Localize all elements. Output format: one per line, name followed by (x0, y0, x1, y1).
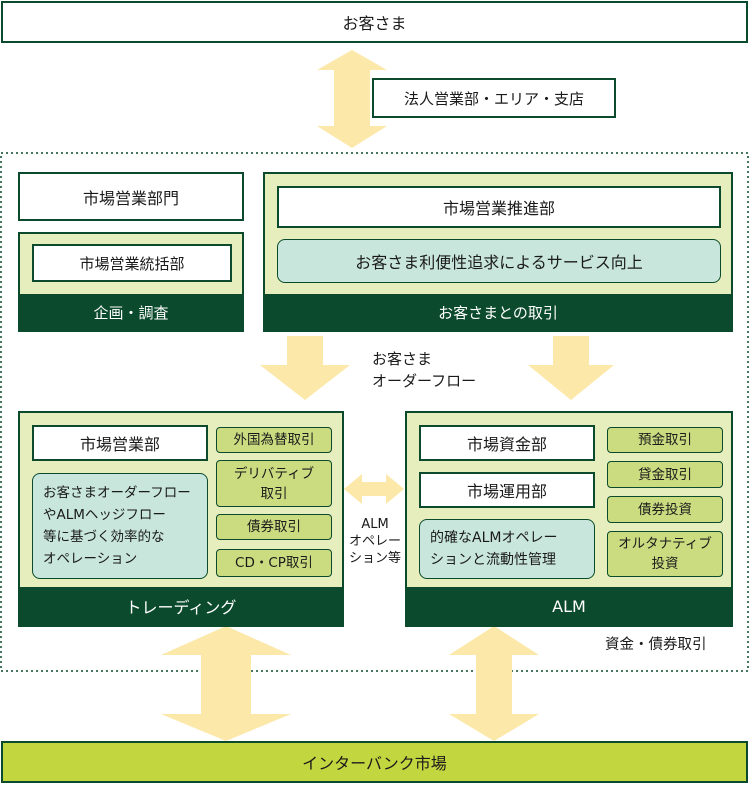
bond-investment-label: 債券投資 (638, 501, 692, 518)
trading-desc-box: お客さまオーダーフロー やALMヘッジフロー 等に基づく効率的な オペレーション (32, 473, 208, 579)
cdcp-trading-tag: CD・CP取引 (216, 549, 332, 577)
derivatives-label-1: デリバティブ (233, 465, 315, 482)
market-division-frame (0, 152, 749, 672)
order-flow-line2: オーダーフロー (372, 372, 477, 390)
service-box: お客さま利便性追求によるサービス向上 (277, 239, 721, 283)
customer-transaction-footer: お客さまとの取引 (265, 294, 731, 330)
customer-label: お客さま (342, 14, 407, 33)
investment-box: 市場運用部 (419, 472, 595, 508)
fx-trading-label: 外国為替取引 (233, 432, 315, 448)
alm-operation-line2: オペレー (348, 534, 401, 549)
corporate-branch-box: 法人営業部・エリア・支店 (372, 78, 616, 118)
promotion-label: 市場営業推進部 (442, 199, 555, 218)
market-sales-box: 市場営業部 (32, 425, 208, 461)
planning-group: 市場営業統括部 企画・調査 (18, 232, 244, 332)
planning-footer: 企画・調査 (20, 294, 242, 330)
service-label: お客さま利便性追求によるサービス向上 (355, 253, 643, 272)
interbank-market-box: インターバンク市場 (1, 741, 748, 783)
alm-double-arrow (344, 474, 404, 504)
promotion-box: 市場営業推進部 (277, 186, 721, 228)
treasury-label: 市場資金部 (466, 435, 547, 454)
loan-label: 貸金取引 (638, 466, 692, 483)
interbank-right-arrow (449, 626, 539, 741)
order-flow-label: お客さま オーダーフロー (372, 348, 476, 392)
alternative-investment-tag: オルタナティブ 投資 (607, 531, 723, 577)
alm-desc-box: 的確なALMオペレー ションと流動性管理 (419, 519, 595, 579)
customer-transaction-group: 市場営業推進部 お客さま利便性追求によるサービス向上 お客さまとの取引 (263, 172, 733, 332)
planning-label: 企画・調査 (93, 303, 169, 322)
alm-footer-label: ALM (552, 596, 586, 616)
alternative-investment-line2: 投資 (651, 556, 679, 572)
trading-group: 市場営業部 お客さまオーダーフロー やALMヘッジフロー 等に基づく効率的な オ… (18, 411, 344, 627)
customer-double-arrow (317, 50, 387, 148)
alm-desc-line2: ションと流動性管理 (430, 552, 556, 568)
loan-tag: 貸金取引 (607, 461, 723, 488)
bond-investment-tag: 債券投資 (607, 496, 723, 523)
trading-desc-line1: お客さまオーダーフロー (43, 485, 191, 501)
alm-desc-line1: 的確なALMオペレー (430, 530, 558, 546)
market-division-box: 市場営業部門 (18, 172, 244, 221)
investment-label: 市場運用部 (466, 482, 547, 501)
customer-transaction-label: お客さまとの取引 (438, 303, 558, 322)
market-control-box: 市場営業統括部 (32, 244, 232, 282)
fx-trading-tag: 外国為替取引 (216, 427, 332, 453)
alm-group: 市場資金部 市場運用部 的確なALMオペレー ションと流動性管理 預金取引 貸金… (405, 411, 733, 627)
right-down-arrow (528, 336, 614, 400)
deposit-label: 預金取引 (638, 432, 692, 448)
trading-desc-line3: 等に基づく効率的な (43, 529, 165, 545)
left-down-arrow (260, 336, 350, 400)
bond-trading-label: 債券取引 (247, 519, 301, 535)
trading-footer: トレーディング (20, 587, 342, 625)
alm-operation-label: ALM オペレー ション等 (344, 516, 406, 567)
fund-bond-text: 資金・債券取引 (605, 637, 707, 653)
customer-box: お客さま (1, 1, 748, 43)
trading-footer-label: トレーディング (125, 598, 237, 617)
alm-footer: ALM (407, 587, 731, 625)
corporate-branch-label: 法人営業部・エリア・支店 (403, 89, 584, 108)
interbank-left-arrow (161, 626, 291, 741)
treasury-box: 市場資金部 (419, 425, 595, 461)
interbank-market-label: インターバンク市場 (302, 754, 447, 773)
deposit-tag: 預金取引 (607, 427, 723, 453)
fund-bond-label: 資金・債券取引 (605, 633, 707, 654)
alm-operation-line1: ALM (361, 517, 389, 532)
trading-desc-line2: やALMヘッジフロー (43, 507, 166, 523)
market-division-label: 市場営業部門 (82, 188, 179, 208)
trading-desc-line4: オペレーション (43, 551, 138, 567)
order-flow-line1: お客さま (372, 350, 433, 368)
alternative-investment-line1: オルタナティブ (618, 536, 712, 552)
derivatives-label-2: 取引 (260, 485, 288, 502)
market-control-label: 市場営業統括部 (79, 254, 185, 273)
derivatives-tag: デリバティブ 取引 (216, 460, 332, 507)
alm-operation-line3: ション等 (348, 551, 401, 566)
market-sales-label: 市場営業部 (79, 435, 160, 454)
cdcp-trading-label: CD・CP取引 (235, 555, 313, 571)
bond-trading-tag: 債券取引 (216, 514, 332, 540)
